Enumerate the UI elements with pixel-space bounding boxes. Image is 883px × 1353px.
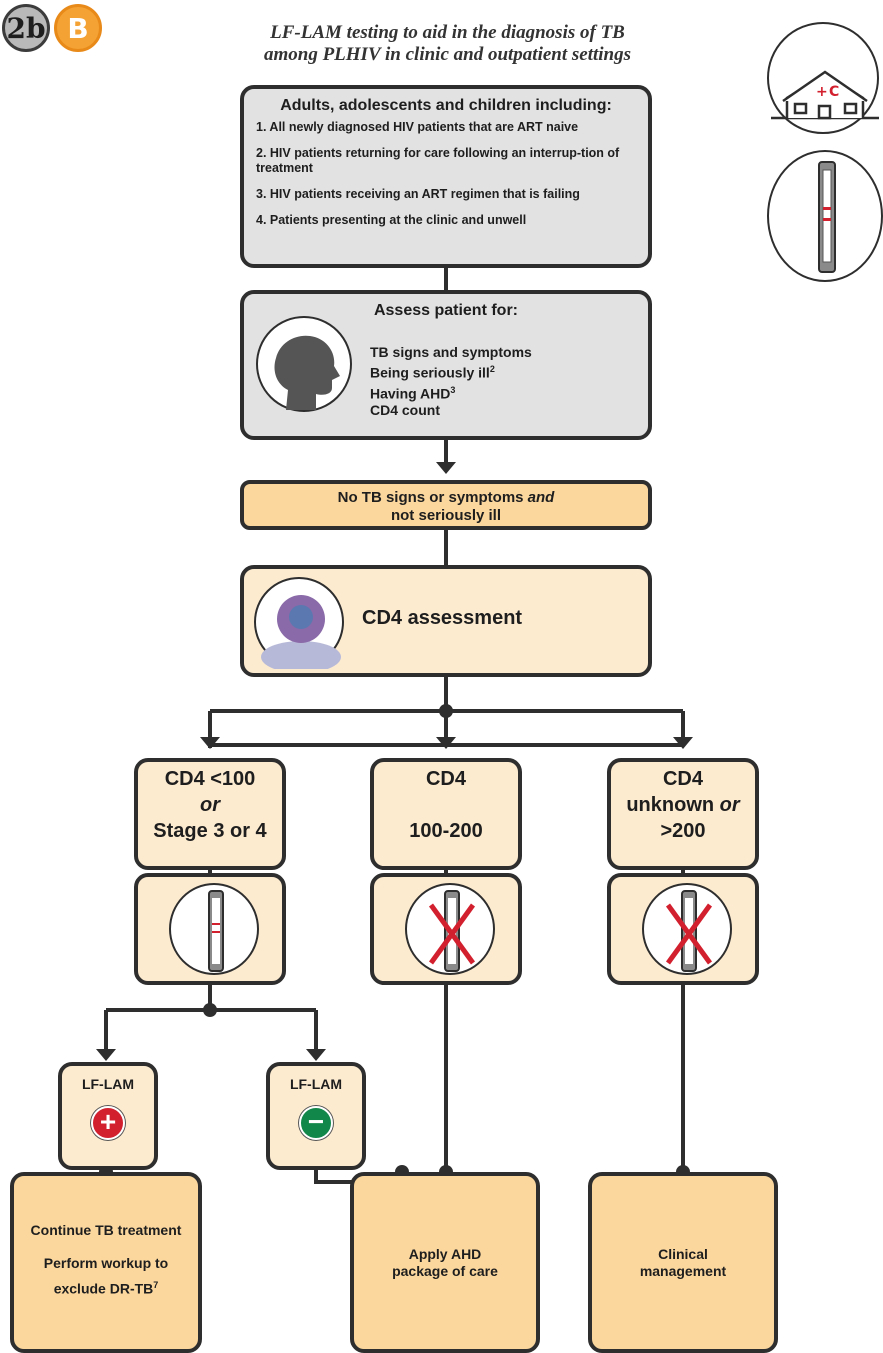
eligibility-item: 1. All newly diagnosed HIV patients that…	[256, 120, 579, 134]
page-title: LF-LAM testing to aid in the diagnosis o…	[175, 22, 720, 66]
test-icon-box	[134, 873, 286, 985]
clinic-icon: + C	[767, 22, 879, 134]
outcome-tb-treatment: Continue TB treatment Perform workup to …	[10, 1172, 202, 1353]
test-strip-icon	[767, 150, 883, 282]
outcome-line: exclude DR-TB7	[53, 1280, 159, 1297]
outcome-line: Perform workup to	[43, 1255, 169, 1271]
head-silhouette-icon	[256, 316, 352, 412]
title-line-2: among PLHIV in clinic and outpatient set…	[263, 44, 632, 65]
outcome-line: Apply AHD	[408, 1246, 482, 1262]
branch-label: 100-200	[409, 820, 483, 842]
lflam-positive-label: LF-LAM	[81, 1076, 135, 1092]
title-line-1: LF-LAM testing to aid in the diagnosis o…	[270, 22, 625, 43]
branch-label: Stage 3 or 4	[153, 820, 267, 842]
eligibility-item: 3. HIV patients receiving an ART regimen…	[256, 187, 580, 201]
condition-box: No TB signs or symptoms and not seriousl…	[240, 480, 652, 530]
condition-line-1: No TB signs or symptoms and	[337, 489, 555, 506]
step-badge: 2b	[2, 4, 50, 52]
plus-icon: +	[91, 1106, 125, 1140]
assess-box: Assess patient for: TB signs and symptom…	[240, 290, 652, 440]
branch-cd4-unknown-over-200: CD4 unknown or >200	[607, 758, 759, 870]
outcome-line: Continue TB treatment	[30, 1222, 182, 1238]
svg-text:+: +	[816, 84, 828, 100]
outcome-clinical-management: Clinical management	[588, 1172, 778, 1353]
branch-label: >200	[660, 820, 706, 842]
outcome-ahd-package: Apply AHD package of care	[350, 1172, 540, 1353]
crossed-test-icon	[405, 883, 495, 975]
letter-badge: B	[54, 4, 102, 52]
outcome-line: Clinical	[658, 1246, 708, 1262]
assess-item: Being seriously ill2	[370, 364, 495, 381]
assess-item: TB signs and symptoms	[370, 344, 532, 360]
assess-list: TB signs and symptoms Being seriously il…	[370, 344, 532, 419]
branch-cd4-100-200: CD4 100-200	[370, 758, 522, 870]
branch-label: CD4	[662, 768, 703, 790]
outcome-line: management	[639, 1263, 727, 1279]
condition-line-2: not seriously ill	[390, 507, 502, 524]
eligibility-item: 4. Patients presenting at the clinic and…	[256, 213, 527, 227]
lflam-negative-label: LF-LAM	[289, 1076, 343, 1092]
assess-item: CD4 count	[370, 402, 440, 419]
test-icon-box	[607, 873, 759, 985]
cell-icon	[254, 577, 344, 673]
branch-cd4-under-100: CD4 <100 or Stage 3 or 4	[134, 758, 286, 870]
branch-label: CD4	[425, 768, 466, 790]
crossed-test-icon	[642, 883, 732, 975]
minus-icon: −	[299, 1106, 333, 1140]
svg-text:C: C	[829, 84, 839, 100]
test-icon-box	[370, 873, 522, 985]
outcome-line: package of care	[392, 1263, 498, 1279]
test-strip-icon	[169, 883, 259, 975]
eligibility-item: 2. HIV patients returning for care follo…	[256, 146, 620, 175]
branch-label: or	[200, 794, 220, 816]
eligibility-heading: Adults, adolescents and children includi…	[280, 97, 612, 114]
assess-item: Having AHD3	[370, 384, 456, 402]
lflam-positive-box: LF-LAM +	[58, 1062, 158, 1170]
lflam-negative-box: LF-LAM −	[266, 1062, 366, 1170]
eligibility-box: Adults, adolescents and children includi…	[240, 85, 652, 268]
assess-heading: Assess patient for:	[373, 302, 519, 319]
branch-label: unknown or	[626, 794, 740, 816]
cd4-assessment-label: CD4 assessment	[362, 607, 523, 629]
cd4-assessment-box: CD4 assessment	[240, 565, 652, 677]
branch-label: CD4 <100	[164, 768, 256, 790]
